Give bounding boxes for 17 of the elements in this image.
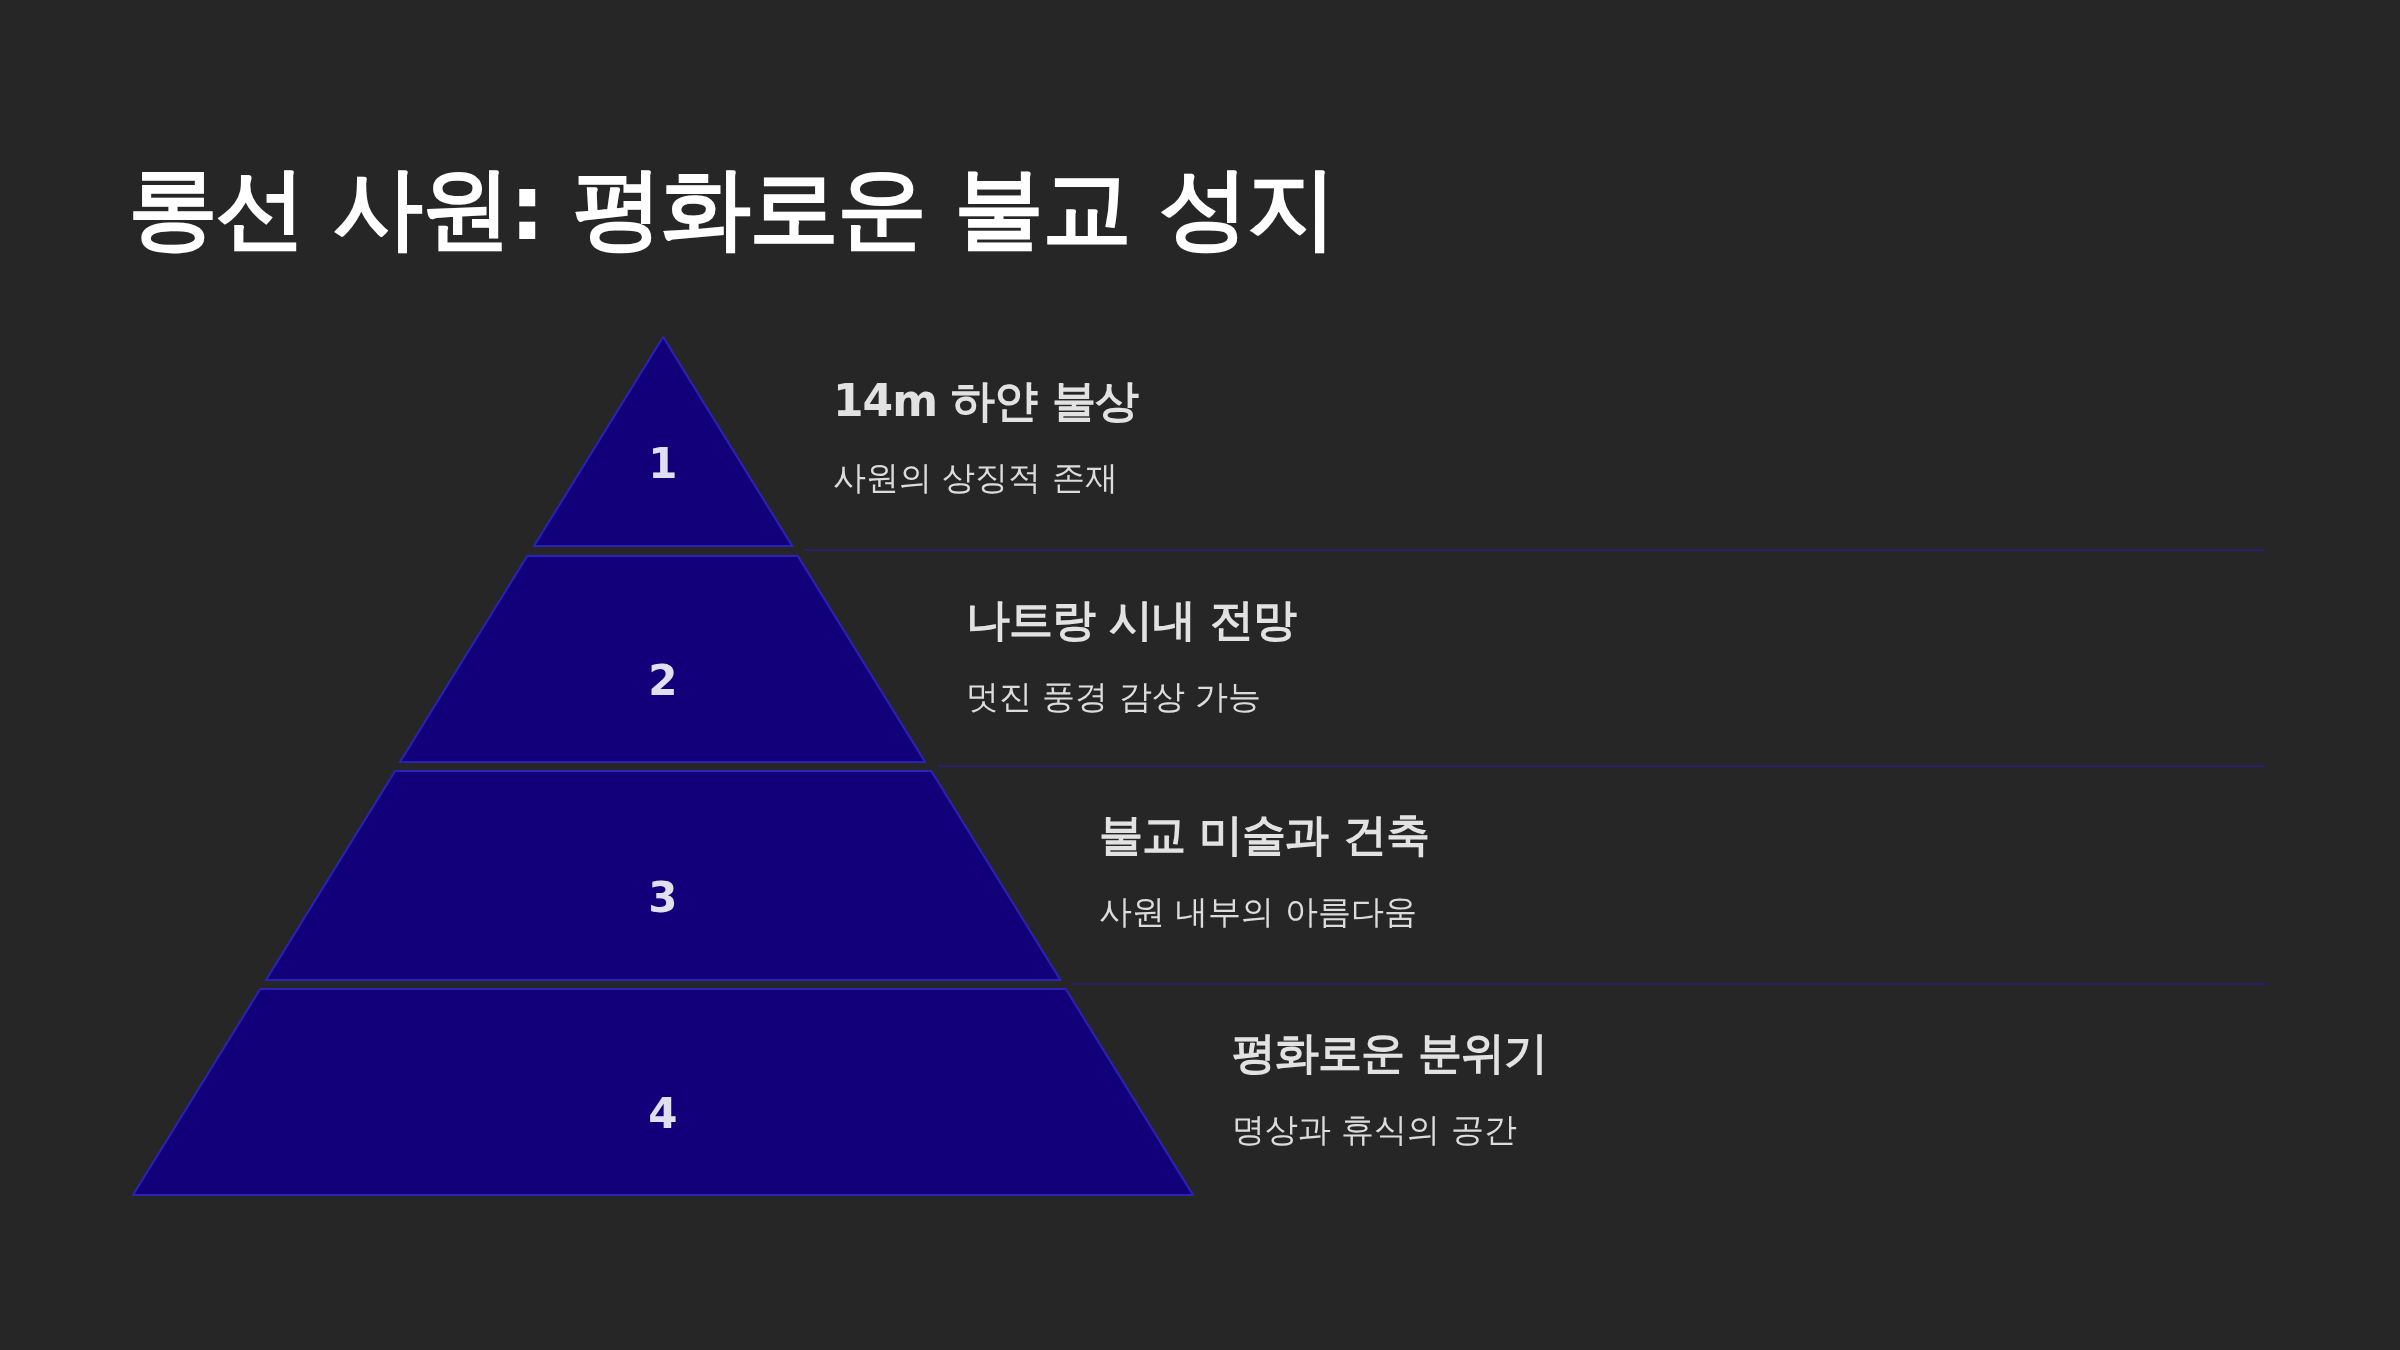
tier-heading: 14m 하얀 불상	[833, 373, 1138, 428]
tier-number: 4	[648, 1088, 678, 1138]
tier-heading: 불교 미술과 건축	[1099, 807, 1429, 862]
tier-number: 1	[648, 438, 678, 488]
pyramid-tier	[131, 987, 1195, 1197]
tier-description: 명상과 휴식의 공간	[1232, 1108, 1517, 1151]
tier-number: 3	[648, 872, 678, 922]
tier-heading: 나트랑 시내 전망	[966, 592, 1296, 647]
tier-description: 사원 내부의 아름다움	[1099, 890, 1417, 933]
tier-description: 멋진 풍경 감상 가능	[966, 675, 1262, 718]
pyramid-tier	[398, 554, 928, 764]
pyramid-tier	[263, 769, 1063, 982]
tier-description: 사원의 상징적 존재	[833, 456, 1118, 499]
tier-heading: 평화로운 분위기	[1232, 1025, 1548, 1080]
pyramid-tier	[531, 335, 795, 548]
tier-number: 2	[648, 655, 678, 705]
title: 롱선 사원: 평화로운 불교 성지	[128, 154, 1336, 262]
